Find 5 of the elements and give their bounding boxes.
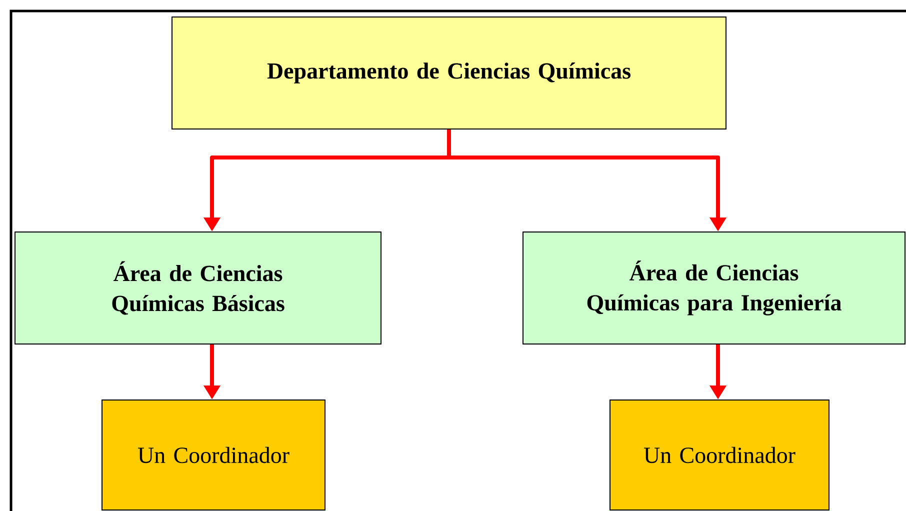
department-box: Departamento de Ciencias Químicas xyxy=(172,16,726,130)
coordinator-box: Un Coordinador xyxy=(610,400,830,510)
coordinator-box: Un Coordinador xyxy=(102,400,326,510)
area-box: Área de Ciencias Químicas para Ingeniería xyxy=(522,232,906,344)
area-box: Área de Ciencias Químicas Básicas xyxy=(14,232,382,344)
